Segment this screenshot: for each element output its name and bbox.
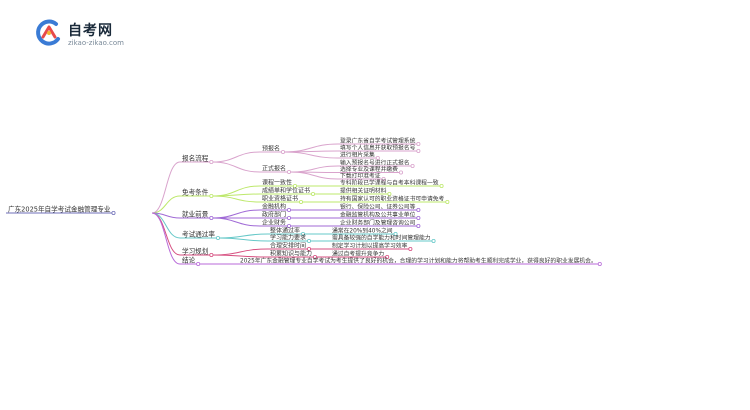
branch-node[interactable]: 报名流程	[182, 154, 209, 163]
sub-node[interactable]: 职业资格证书	[262, 195, 298, 203]
leaf-node[interactable]: 通常在20%到40%之间	[332, 227, 393, 235]
leaf-node-dot	[445, 199, 450, 204]
sub-node[interactable]: 正式报名	[262, 165, 286, 173]
branch-node[interactable]: 结论	[182, 256, 196, 265]
sub-node-dot	[287, 169, 292, 174]
sub-node[interactable]: 企业财务	[262, 219, 286, 227]
sub-node[interactable]: 课程一致性	[262, 179, 292, 187]
leaf-node-dot	[381, 176, 386, 181]
branch-node-dot	[215, 235, 220, 240]
sub-link	[212, 193, 261, 197]
sub-link	[212, 195, 261, 203]
sub-link	[212, 161, 261, 173]
leaf-node-dot	[375, 155, 380, 160]
root-node-dot	[111, 210, 116, 215]
leaf-node[interactable]: 专科阶段已学课程与自考本科课程一致	[340, 179, 439, 187]
sub-node-dot	[287, 207, 292, 212]
sub-node[interactable]: 合理安排时间	[270, 242, 306, 250]
branch-node-dot	[209, 193, 214, 198]
leaf-node-dot	[416, 148, 421, 153]
branch-node[interactable]: 就业前景	[182, 210, 209, 219]
sub-node-dot	[311, 191, 316, 196]
leaf-node[interactable]: 金融监管机构及公共事业单位	[340, 211, 416, 219]
branch-node-dot	[209, 215, 214, 220]
leaf-node[interactable]: 填写个人信息并获取预报名号	[340, 144, 416, 152]
leaf-node[interactable]: 提供相关证明材料	[340, 187, 387, 195]
sub-node[interactable]: 积累知识与能力	[270, 250, 312, 258]
sub-node[interactable]: 2025年广东金融管理专业自学考试为考生提供了良好的机会，合理的学习计划和能力将…	[240, 257, 597, 265]
leaf-node[interactable]: 银行、保险公司、证券公司等	[340, 203, 416, 211]
leaf-node[interactable]: 选择专业及课程并缴费	[340, 165, 398, 173]
branch-link	[151, 212, 181, 265]
sub-node-dot	[307, 238, 312, 243]
sub-node-dot	[301, 231, 306, 236]
branch-link	[151, 195, 181, 214]
leaf-node[interactable]: 登录广东省自学考试管理系统	[340, 137, 416, 145]
leaf-node[interactable]: 企业财务部门及管理咨询公司	[340, 219, 416, 227]
sub-node-dot	[313, 254, 318, 259]
leaf-node-dot	[387, 191, 392, 196]
leaf-node-dot	[416, 141, 421, 146]
mind-map-nodes: 广东2025年自学考试金融管理专业 报名流程 预报名 登录广东省自学考试管理系统填写个…	[6, 137, 602, 266]
sub-link	[212, 151, 261, 163]
branch-node[interactable]: 学习规划	[182, 247, 209, 256]
sub-node[interactable]: 金融机构	[262, 203, 286, 211]
sub-link	[212, 248, 269, 256]
sub-link	[218, 233, 269, 239]
sub-node-dot	[299, 199, 304, 204]
leaf-node[interactable]: 下载打印准考证	[340, 172, 381, 180]
sub-link	[218, 237, 269, 242]
leaf-node-dot	[385, 254, 390, 259]
sub-node[interactable]: 预报名	[262, 145, 280, 153]
leaf-node-dot	[416, 223, 421, 228]
mind-map-links	[151, 143, 339, 265]
root-node[interactable]: 广东2025年自学考试金融管理专业	[8, 205, 111, 214]
leaf-node[interactable]: 通过自考提升竞争力	[332, 250, 384, 258]
sub-node[interactable]: 学习能力要求	[270, 234, 306, 242]
branch-node[interactable]: 考试通过率	[182, 230, 215, 239]
sub-node-dot	[293, 183, 298, 188]
leaf-link	[284, 151, 339, 159]
leaf-node-dot	[393, 231, 398, 236]
site-logo[interactable]: 自考网 zikao-zikao.com	[34, 18, 144, 52]
leaf-node[interactable]: 制定学习计划以提高学习效率	[332, 242, 408, 250]
sub-node-dot	[287, 215, 292, 220]
branch-node[interactable]: 免考条件	[182, 188, 209, 197]
sub-node-dot	[287, 223, 292, 228]
branch-node-dot	[209, 252, 214, 257]
sub-node[interactable]: 成绩单和学位证书	[262, 187, 310, 195]
leaf-node[interactable]: 输入预报名号进行正式报名	[340, 159, 410, 167]
leaf-node-dot	[398, 170, 403, 175]
logo-icon	[36, 19, 60, 46]
sub-node-dot	[597, 261, 602, 266]
sub-node[interactable]: 政府部门	[262, 211, 286, 219]
logo-brand-text: 自考网	[68, 23, 113, 39]
branch-link	[151, 212, 181, 256]
leaf-node-dot	[410, 163, 415, 168]
branch-node-dot	[209, 159, 214, 164]
sub-link	[212, 217, 261, 227]
sub-node-dot	[281, 149, 286, 154]
leaf-node-dot	[431, 238, 436, 243]
sub-node-dot	[307, 246, 312, 251]
branch-node-dot	[196, 261, 201, 266]
leaf-node[interactable]: 进行相片采集	[340, 151, 375, 159]
leaf-link	[290, 165, 339, 173]
sub-node[interactable]: 整体通过率	[270, 227, 300, 235]
leaf-link	[290, 171, 339, 180]
leaf-node[interactable]: 持有国家认可的职业资格证书可申请免考	[340, 195, 445, 203]
leaf-node[interactable]: 需具备较强的自学能力和时间管理能力	[332, 234, 431, 242]
sub-link	[212, 209, 261, 219]
leaf-node-dot	[416, 215, 421, 220]
leaf-node-dot	[439, 183, 444, 188]
leaf-node-dot	[416, 207, 421, 212]
leaf-node-dot	[408, 246, 413, 251]
logo-domain-text: zikao-zikao.com	[68, 39, 124, 47]
branch-link	[151, 161, 181, 214]
sub-link	[212, 254, 269, 258]
